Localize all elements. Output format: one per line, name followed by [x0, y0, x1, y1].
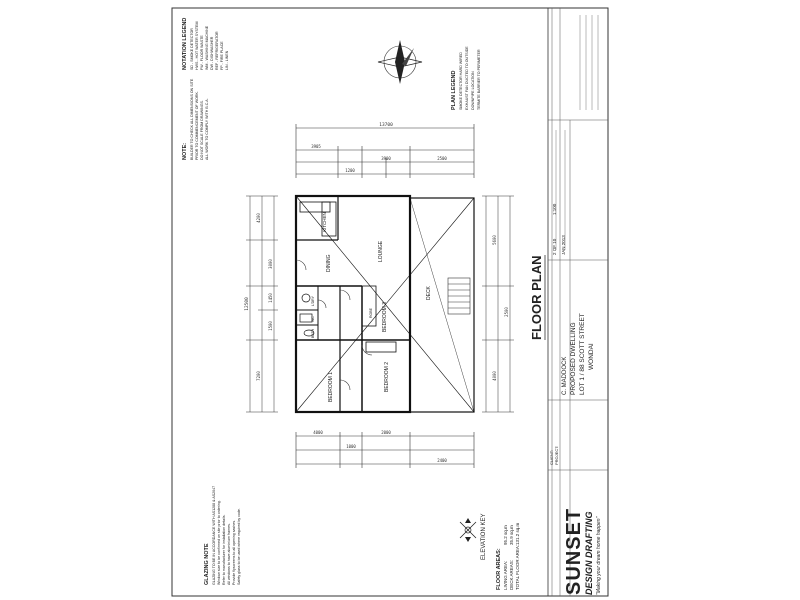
plan-legend-line: EXHAUST FAN DUCTED TO OUTSIDE [465, 46, 469, 110]
dim-left-overall: 12500 [244, 297, 250, 311]
elevation-key-label: ELEVATION KEY [481, 514, 487, 560]
sheet-number: 2 OF 10 [552, 238, 557, 255]
project-name: PROPOSED DWELLING [570, 322, 577, 395]
project-town: WONDAI [588, 343, 595, 370]
company-tagline: "Making your dream home happen" [596, 516, 602, 595]
dimension-ticks [246, 124, 514, 468]
title-block: SUNSET DESIGN DRAFTING "Making your drea… [548, 8, 608, 596]
glazing-line: Safety glass to be used where required b… [237, 508, 241, 585]
area-deck-value: 35.9 sq.m [509, 525, 514, 545]
room-bedroom-3: BEDROOM 3 [382, 302, 388, 332]
client-name: C. MADDOCK [562, 357, 568, 395]
area-deck-label: DECK AREAS: [509, 560, 514, 590]
notation-line: WM - WASHING MACHINE [205, 25, 209, 70]
dim-right-c: 4000 [492, 371, 497, 381]
area-living-value: 95.2 sq.m [503, 525, 508, 545]
deck-stairs [447, 277, 471, 315]
notation-line: HWS - HOT WATER SYSTEM [195, 22, 199, 70]
notation-line: FW - FLOOR WASTE [200, 35, 204, 70]
notation-line: DW - DISHWASHER [210, 36, 214, 70]
dim-left-a: 4200 [256, 213, 261, 223]
area-living-label: LIVING AREA: [503, 561, 508, 590]
dim-left-b: 3000 [268, 259, 273, 269]
project-address: LOT 1 / 88 SCOTT STREET [579, 313, 586, 395]
plan-title: FLOOR PLAN [529, 256, 544, 341]
glazing-line: All windows to have aluminium frames. [227, 523, 231, 585]
dim-left-d: 1500 [268, 321, 273, 331]
room-bedroom-2: BEDROOM 2 [384, 362, 390, 392]
dimension-values: 13700 3905 3900 1200 2500 12500 4200 300… [244, 122, 509, 463]
floor-areas-title: FLOOR AREAS: [496, 548, 502, 590]
floor-areas: FLOOR AREAS: LIVING AREA: 95.2 sq.m DECK… [496, 522, 520, 590]
glazing-line: Refer to manufacturer for installation d… [222, 514, 226, 585]
notation-legend-title: NOTATION LEGEND [182, 18, 188, 70]
room-laundry: L'DRY [311, 295, 315, 306]
dim-top-b: 3900 [381, 156, 391, 161]
glazing-line: GLAZING TO BE IN ACCORDANCE WITH AS1288 … [212, 486, 216, 585]
plan-legend-line: DOWNPIPE LOCATION [471, 71, 475, 110]
area-total-value: 131.2 sq.m [515, 522, 520, 545]
dim-bottom-b: 1000 [346, 444, 356, 449]
dim-top-a: 3905 [311, 144, 321, 149]
client-label: CLIENT: [549, 450, 554, 465]
glazing-line: Window size to be confirmed on site prio… [217, 500, 221, 585]
general-note-line: BUILDER TO CHECK ALL DIMENSIONS ON SITE [190, 78, 194, 160]
room-lounge: LOUNGE [378, 240, 384, 262]
room-deck: DECK [426, 285, 432, 300]
dim-left-c: 1450 [268, 293, 273, 303]
room-dining: DINING [326, 254, 332, 272]
glazing-note-title: GLAZING NOTE [204, 543, 210, 585]
dim-bottom-a: 4000 [313, 430, 323, 435]
dim-overall-top: 13700 [379, 122, 393, 128]
dim-bottom-c: 2000 [381, 430, 391, 435]
glazing-note: GLAZING NOTE GLAZING TO BE IN ACCORDANCE… [204, 486, 241, 585]
room-bath: BATH [311, 328, 315, 338]
dim-right-b: 2500 [504, 307, 509, 317]
general-note-line: DO NOT SCALE FROM DRAWINGS. [200, 100, 204, 160]
room-bedroom-1: BEDROOM 1 [328, 372, 334, 402]
door-swings [295, 259, 373, 391]
general-note-line: PRIOR TO COMMENCEMENT OF WORK. [195, 91, 199, 160]
area-total-label: TOTAL FLOOR AREA: [515, 545, 520, 590]
room-robe: ROBE [369, 307, 373, 318]
room-labels: LOUNGE DINING KITCHEN BEDROOM 1 BEDROOM … [311, 212, 432, 402]
room-kitchen: KITCHEN [322, 212, 327, 232]
plan-legend-title: PLAN LEGEND [451, 71, 457, 110]
notation-line: SD - SMOKE DETECTOR [190, 28, 194, 70]
notation-line: REF - REFRIGERATOR [215, 31, 219, 70]
room-wc: WC [311, 316, 315, 322]
company-subtitle: DESIGN DRAFTING [584, 511, 594, 595]
dimension-lines [249, 127, 511, 465]
dim-top-d: 2500 [437, 156, 447, 161]
general-note: NOTE: BUILDER TO CHECK ALL DIMENSIONS ON… [182, 78, 209, 160]
company-name: SUNSET [563, 508, 585, 595]
drawing-scale: 1:100 [552, 203, 557, 215]
elevation-key-icon [459, 518, 477, 542]
plan-legend-line: TERMITE BARRIER TO PERIMETER [477, 49, 481, 110]
drawing-date: JAN 2013 [561, 235, 566, 255]
dim-left-e: 7200 [256, 371, 261, 381]
general-note-title: NOTE: [182, 143, 188, 160]
general-note-line: ALL WORK TO COMPLY WITH B.C.A. [205, 98, 209, 160]
notation-line: FP - FIRE PLACE [220, 41, 224, 70]
dim-top-c: 1200 [345, 168, 355, 173]
glazing-line: Provide flyscreens to all opening sashes… [232, 520, 236, 585]
dim-right-a: 5600 [492, 235, 497, 245]
north-point-icon [377, 40, 423, 84]
project-label: PROJECT: [554, 446, 559, 465]
plan-legend: PLAN LEGEND SMOKE DETECTOR HARD WIRED EX… [451, 46, 481, 110]
notation-line: LIN - LINEN [225, 50, 229, 70]
sheet-border [171, 7, 609, 597]
dim-bottom-d: 2400 [437, 458, 447, 463]
notation-legend: NOTATION LEGEND SD - SMOKE DETECTOR HWS … [182, 18, 229, 70]
house-walls [294, 194, 475, 414]
plan-legend-line: SMOKE DETECTOR HARD WIRED [459, 52, 463, 110]
